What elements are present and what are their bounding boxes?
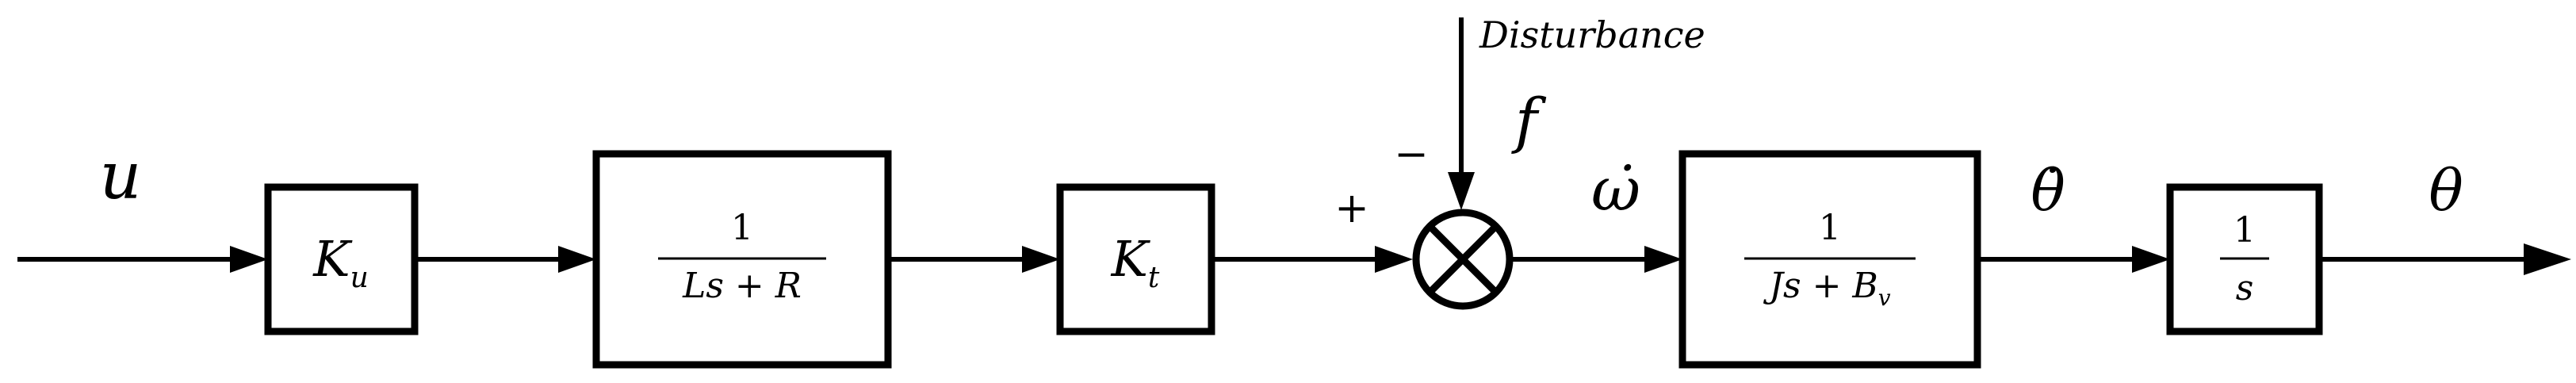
summing-junction-plus-sign: + [1334, 185, 1369, 232]
block-electrical-denominator: Ls + R [682, 266, 802, 306]
signal-theta-dot-label: θ̇ [2031, 157, 2065, 224]
arrowhead-output [2524, 243, 2571, 275]
block-ku-subscript: u [350, 262, 369, 294]
block-mechanical-numerator: 1 [1819, 208, 1841, 248]
arrowhead-kt [1022, 246, 1060, 273]
summing-junction: + − [1334, 131, 1514, 310]
block-ku-main: K [312, 230, 353, 288]
arrowhead-ku [230, 246, 268, 273]
block-kt-subscript: t [1148, 262, 1160, 294]
block-ku-label: Ku [312, 230, 369, 294]
signal-omega-dot-label: ω̇ [1591, 154, 1640, 224]
block-kt-frame [1056, 183, 1215, 335]
block-mechanical: 1 Js + Bv [1678, 150, 1981, 369]
block-ku-frame [264, 183, 419, 335]
summing-junction-minus-sign: − [1394, 131, 1429, 178]
summing-junction-cross-2 [1427, 224, 1499, 295]
arrowhead-sum-plus [1375, 246, 1413, 273]
block-ku: Ku [264, 183, 419, 335]
block-mechanical-den-subscript: v [1878, 285, 1891, 311]
block-integrator-numerator: 1 [2233, 210, 2256, 251]
block-kt-label: Kt [1111, 230, 1160, 294]
block-electrical: 1 Ls + R [592, 150, 892, 369]
arrowhead-sum-minus [1448, 172, 1475, 210]
arrowhead-electrical [558, 246, 596, 273]
block-mechanical-den-main: Js + B [1763, 266, 1877, 306]
block-electrical-numerator: 1 [731, 208, 753, 248]
arrowhead-mechanical [1644, 246, 1682, 273]
block-integrator: 1 s [2166, 183, 2323, 335]
arrowhead-integrator [2132, 246, 2170, 273]
signal-input-label: u [100, 139, 142, 214]
block-kt-main: K [1111, 230, 1151, 288]
block-mechanical-denominator: Js + Bv [1763, 266, 1890, 311]
block-kt: Kt [1056, 183, 1215, 335]
disturbance-label: Disturbance [1479, 13, 1705, 56]
signal-wires [17, 17, 2571, 275]
signal-output-label: θ [2429, 157, 2463, 224]
block-integrator-denominator: s [2236, 268, 2254, 308]
disturbance-symbol: f [1511, 85, 1547, 155]
